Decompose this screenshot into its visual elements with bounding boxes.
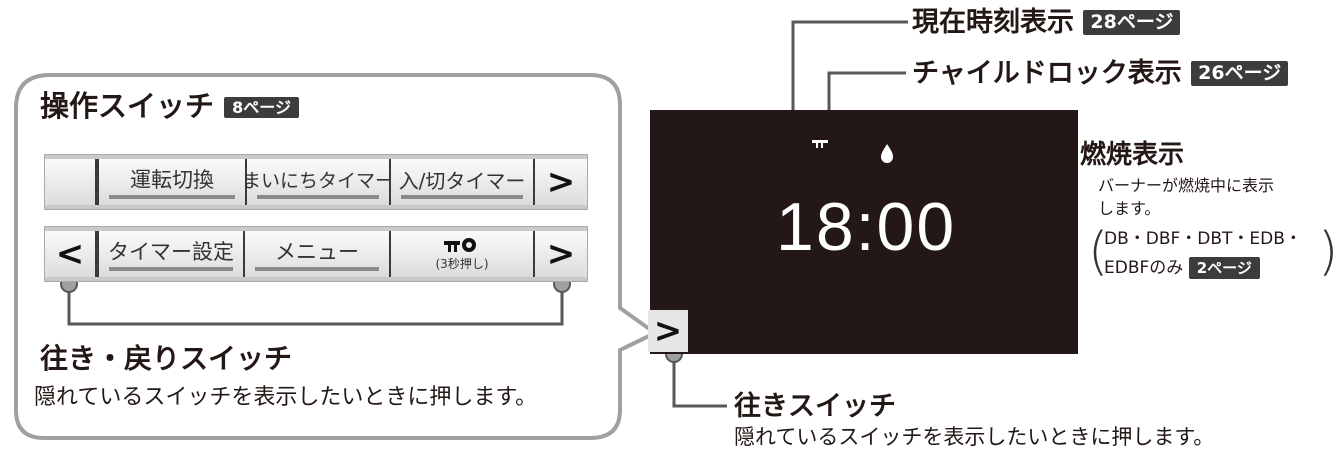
menu-key[interactable]: メニュー bbox=[243, 231, 391, 277]
timer-setting-key[interactable]: タイマー設定 bbox=[97, 231, 245, 277]
chevron-left-icon: < bbox=[55, 234, 85, 274]
chevron-right-icon: > bbox=[546, 162, 576, 202]
key-icon bbox=[444, 237, 476, 252]
forward-switch-button[interactable]: > bbox=[648, 310, 688, 352]
flame-icon bbox=[881, 144, 893, 163]
child-lock-label: チャイルドロック表示 26ページ bbox=[912, 57, 1289, 91]
forward-leader bbox=[672, 354, 727, 408]
blank-key bbox=[45, 159, 97, 205]
clock-page-tag: 28ページ bbox=[1083, 10, 1181, 35]
forward-switch-desc: 隠れているスイッチを表示したいときに押します。 bbox=[734, 425, 1215, 449]
chevron-right-icon: > bbox=[653, 311, 683, 351]
switch-row-2: < タイマー設定 メニュー (3秒押し) > bbox=[44, 226, 588, 282]
on-off-timer-key[interactable]: 入/切タイマー bbox=[389, 159, 535, 205]
combustion-models-2-text: EDBFのみ bbox=[1104, 258, 1184, 278]
switch-row-1: 運転切換 まいにちタイマー 入/切タイマー > bbox=[44, 154, 588, 210]
paren-left: ( bbox=[1088, 222, 1109, 282]
forward-arrow-key-2[interactable]: > bbox=[533, 231, 587, 277]
mode-switch-label: 運転切換 bbox=[130, 168, 214, 192]
daily-timer-key[interactable]: まいにちタイマー bbox=[242, 159, 395, 205]
on-off-timer-label: 入/切タイマー bbox=[398, 168, 526, 193]
combustion-page-tag: 2ページ bbox=[1188, 257, 1260, 279]
nav-switch-desc: 隠れているスイッチを表示したいときに押します。 bbox=[34, 385, 538, 410]
panel-title: 操作スイッチ 8ページ bbox=[40, 86, 299, 126]
child-lock-sub-label: (3秒押し) bbox=[435, 256, 489, 271]
chevron-right-icon: > bbox=[546, 234, 576, 274]
combustion-desc-2: します。 bbox=[1098, 199, 1161, 218]
mode-switch-key[interactable]: 運転切換 bbox=[97, 159, 247, 205]
nav-leader bbox=[67, 284, 564, 326]
panel-page-tag: 8ページ bbox=[224, 97, 299, 118]
panel-title-text: 操作スイッチ bbox=[40, 89, 215, 123]
clock-label: 現在時刻表示 28ページ bbox=[912, 6, 1181, 40]
callout-outline bbox=[14, 73, 659, 440]
child-lock-page-tag: 26ページ bbox=[1191, 61, 1289, 86]
combustion-label: 燃焼表示 bbox=[1080, 140, 1185, 170]
combustion-desc-1: バーナーが燃焼中に表示 bbox=[1098, 176, 1275, 195]
combustion-models-2: EDBFのみ 2ページ bbox=[1104, 256, 1260, 280]
display-screen bbox=[650, 110, 1078, 354]
nav-switch-title: 往き・戻りスイッチ bbox=[40, 342, 293, 375]
forward-switch-title: 往きスイッチ bbox=[734, 391, 896, 422]
paren-right: ) bbox=[1318, 222, 1339, 282]
forward-arrow-key-1[interactable]: > bbox=[533, 159, 587, 205]
clock-display: 18:00 bbox=[776, 189, 957, 265]
back-arrow-key[interactable]: < bbox=[45, 231, 97, 277]
menu-label: メニュー bbox=[275, 240, 359, 264]
child-lock-label-text: チャイルドロック表示 bbox=[912, 58, 1182, 89]
daily-timer-label: まいにちタイマー bbox=[242, 169, 395, 192]
combustion-models-1: DB・DBF・DBT・EDB・ bbox=[1104, 229, 1302, 249]
clock-label-text: 現在時刻表示 bbox=[912, 7, 1074, 38]
child-lock-key[interactable]: (3秒押し) bbox=[389, 231, 535, 277]
child-lock-indicator-icon bbox=[812, 140, 828, 148]
timer-setting-label: タイマー設定 bbox=[108, 240, 234, 264]
